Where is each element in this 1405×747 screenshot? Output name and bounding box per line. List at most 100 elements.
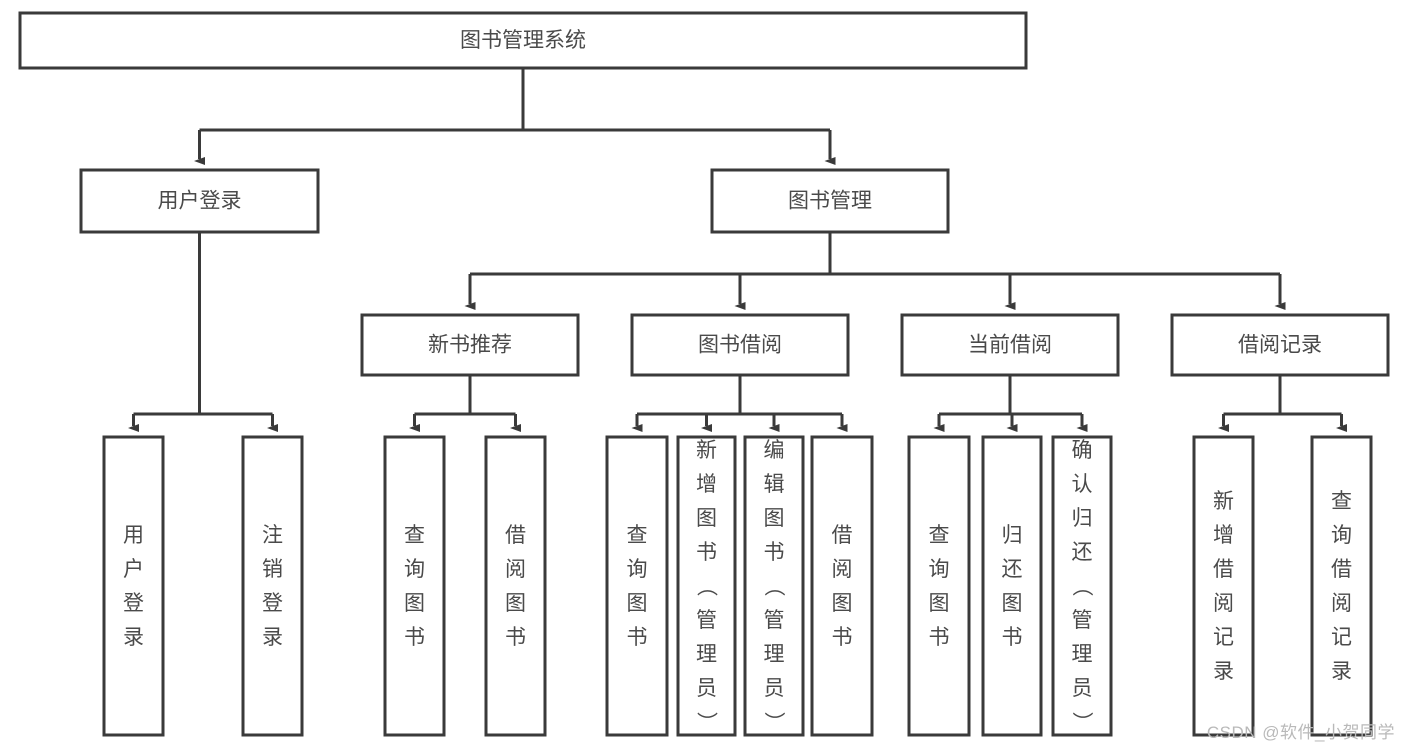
svg-text:归: 归 xyxy=(1002,524,1023,547)
svg-text:查: 查 xyxy=(627,524,648,547)
node-rect xyxy=(710,168,950,234)
svg-text:书: 书 xyxy=(1002,626,1023,649)
node-label: 借阅记录 xyxy=(1238,334,1322,357)
node-rect xyxy=(360,313,580,377)
svg-text:借: 借 xyxy=(1331,558,1352,581)
svg-text:书: 书 xyxy=(404,626,425,649)
svg-text:阅: 阅 xyxy=(1331,592,1352,615)
svg-text:）: ） xyxy=(762,712,785,733)
edge-layer xyxy=(128,68,1347,432)
svg-text:书: 书 xyxy=(764,541,785,564)
svg-text:注: 注 xyxy=(262,524,283,547)
node-rect xyxy=(981,435,1043,737)
svg-text:阅: 阅 xyxy=(505,558,526,581)
svg-text:员: 员 xyxy=(764,677,785,700)
root-node-图书管理系统[interactable]: 图书管理系统 xyxy=(18,11,1028,70)
svg-text:增: 增 xyxy=(696,473,717,496)
svg-text:图: 图 xyxy=(505,592,526,615)
svg-text:查: 查 xyxy=(1331,490,1352,513)
level3-node-图书借阅[interactable]: 图书借阅 xyxy=(630,313,850,377)
svg-text:图: 图 xyxy=(627,592,648,615)
svg-text:还: 还 xyxy=(1002,558,1023,581)
node-rect xyxy=(1051,435,1113,737)
svg-text:录: 录 xyxy=(1331,660,1352,683)
svg-text:询: 询 xyxy=(404,558,425,581)
svg-text:理: 理 xyxy=(696,643,717,666)
svg-text:销: 销 xyxy=(262,558,283,581)
svg-text:借: 借 xyxy=(832,524,853,547)
svg-text:登: 登 xyxy=(262,592,283,615)
svg-text:确: 确 xyxy=(1072,439,1093,462)
svg-text:图: 图 xyxy=(1002,592,1023,615)
node-label: 图书管理系统 xyxy=(460,29,586,52)
level3-node-当前借阅[interactable]: 当前借阅 xyxy=(900,313,1120,377)
svg-text:员: 员 xyxy=(1072,677,1093,700)
svg-text:录: 录 xyxy=(1213,660,1234,683)
node-rect xyxy=(907,435,971,737)
svg-text:理: 理 xyxy=(1072,643,1093,666)
svg-text:记: 记 xyxy=(1213,626,1234,649)
level3-node-新书推荐[interactable]: 新书推荐 xyxy=(360,313,580,377)
svg-text:增: 增 xyxy=(1213,524,1234,547)
svg-text:新: 新 xyxy=(696,439,717,462)
svg-text:图: 图 xyxy=(764,507,785,530)
svg-text:还: 还 xyxy=(1072,541,1093,564)
leaf-node-用户登录[interactable]: 用户登录 xyxy=(102,435,165,737)
svg-text:管: 管 xyxy=(1072,609,1093,632)
svg-text:归: 归 xyxy=(1072,507,1093,530)
svg-text:）: ） xyxy=(1070,712,1093,733)
node-rect xyxy=(383,435,446,737)
svg-text:图: 图 xyxy=(929,592,950,615)
level2-node-图书管理[interactable]: 图书管理 xyxy=(710,168,950,234)
node-label: 新书推荐 xyxy=(428,334,512,357)
node-label: 当前借阅 xyxy=(968,334,1052,357)
node-label: 图书管理 xyxy=(788,190,872,213)
node-rect xyxy=(900,313,1120,377)
svg-text:阅: 阅 xyxy=(832,558,853,581)
svg-text:户: 户 xyxy=(123,558,144,581)
node-rect xyxy=(1192,435,1255,737)
svg-text:查: 查 xyxy=(929,524,950,547)
svg-text:理: 理 xyxy=(764,643,785,666)
svg-text:登: 登 xyxy=(123,592,144,615)
node-label: 图书借阅 xyxy=(698,334,782,357)
svg-text:书: 书 xyxy=(627,626,648,649)
node-label: 用户登录 xyxy=(158,190,242,213)
level2-node-用户登录[interactable]: 用户登录 xyxy=(79,168,320,234)
svg-text:辑: 辑 xyxy=(764,473,785,496)
node-rect xyxy=(630,313,850,377)
svg-text:借: 借 xyxy=(505,524,526,547)
node-label-vertical: 用户登录 xyxy=(123,524,144,649)
svg-text:查: 查 xyxy=(404,524,425,547)
node-rect xyxy=(676,435,737,737)
node-rect xyxy=(1170,313,1390,377)
svg-text:录: 录 xyxy=(123,626,144,649)
node-rect xyxy=(1310,435,1373,737)
svg-text:用: 用 xyxy=(123,524,144,547)
svg-text:借: 借 xyxy=(1213,558,1234,581)
level3-node-借阅记录[interactable]: 借阅记录 xyxy=(1170,313,1390,377)
svg-text:管: 管 xyxy=(696,609,717,632)
node-rect xyxy=(79,168,320,234)
node-layer: 图书管理系统用户登录图书管理新书推荐图书借阅当前借阅借阅记录用户登录注销登录查询… xyxy=(18,11,1390,737)
svg-text:询: 询 xyxy=(627,558,648,581)
